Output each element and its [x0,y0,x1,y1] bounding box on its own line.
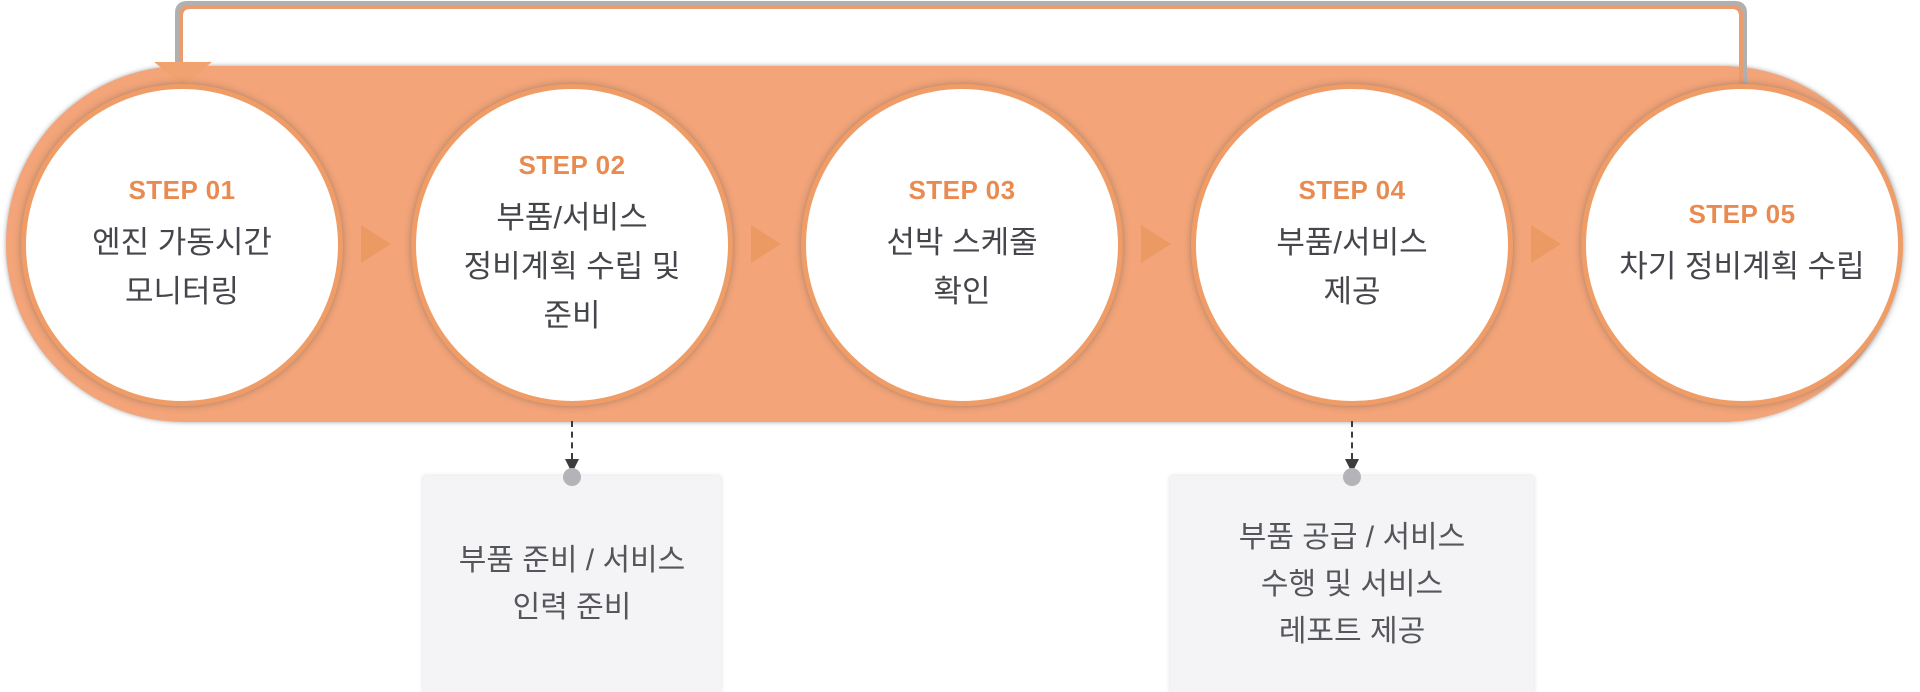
chevron-right-icon [751,225,781,263]
step-text: 부품/서비스 [496,200,648,235]
step-circle-4: STEP 04 부품/서비스 제공 [1191,84,1513,406]
chevron-right-icon [1531,225,1561,263]
connector-pin-dot [563,468,581,486]
step-number: STEP 03 [908,174,1016,205]
connector-dashed-line [571,421,573,459]
step-number: STEP 05 [1688,199,1796,229]
step-circle-3: STEP 03 선박 스케줄 확인 [801,84,1123,406]
connector-dashed-line [1351,421,1353,459]
callout-text: 수행 및 서비스 [1260,567,1444,601]
step-circle-2: STEP 02 부품/서비스 정비계획 수립 및 준비 [411,84,733,406]
chevron-right-icon [1141,225,1171,263]
step-text: 부품/서비스 [1276,224,1428,260]
callout-box-step2: 부품 준비 / 서비스 인력 준비 [423,476,721,692]
step-text: 확인 [933,273,991,309]
step-number: STEP 04 [1298,174,1406,205]
callout-text: 부품 공급 / 서비스 [1238,520,1466,554]
callout-text: 인력 준비 [512,591,632,624]
callout-text: 레포트 제공 [1278,614,1426,648]
step-text: 차기 정비계획 수립 [1619,249,1865,284]
step-text: 엔진 가동시간 [92,224,272,260]
step-circle-5: STEP 05 차기 정비계획 수립 [1581,84,1903,406]
connector-pin-dot [1343,468,1361,486]
step-text: 모니터링 [124,273,240,309]
callout-box-step4: 부품 공급 / 서비스 수행 및 서비스 레포트 제공 [1170,476,1534,692]
step-number: STEP 01 [128,174,236,205]
callout-text: 부품 준비 / 서비스 [458,544,686,577]
step-text: 준비 [543,298,601,333]
step-number: STEP 02 [518,150,626,180]
step-text: 제공 [1323,273,1381,309]
step-text: 선박 스케줄 [886,224,1038,260]
chevron-right-icon [361,225,391,263]
step-circle-1: STEP 01 엔진 가동시간 모니터링 [21,84,343,406]
step-text: 정비계획 수립 및 [463,249,681,284]
